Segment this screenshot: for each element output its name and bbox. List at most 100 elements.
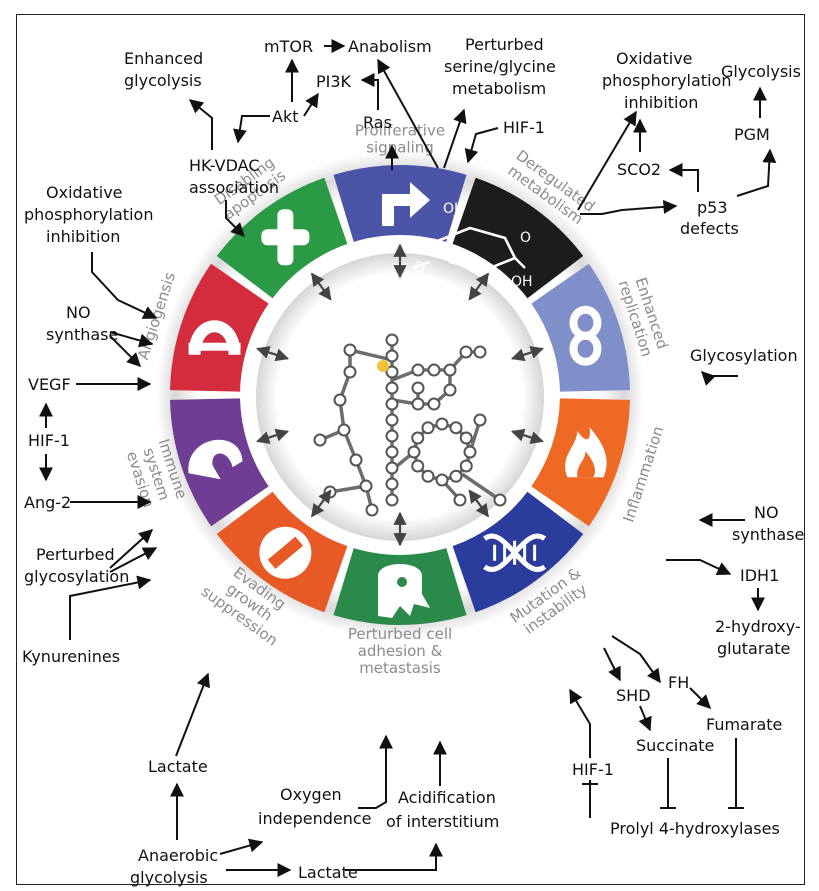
label-lactate-bottom: Lactate — [298, 863, 358, 882]
icon-inflammation — [565, 427, 607, 478]
network-node — [411, 431, 425, 445]
network-node — [443, 383, 457, 397]
network-node — [435, 417, 449, 431]
network-node — [385, 365, 399, 379]
label-hif1-left: HIF-1 — [28, 431, 70, 450]
label-hif1-top: HIF-1 — [503, 118, 545, 137]
center-spokes — [256, 243, 544, 547]
network-node — [343, 365, 357, 379]
label-anaerobic-1: Anaerobic — [138, 846, 218, 865]
label-shd: SHD — [616, 686, 651, 705]
label-succinate: Succinate — [636, 736, 714, 755]
arrow-kyn-immune — [69, 575, 152, 640]
arrow-hif1-metab — [464, 127, 499, 164]
spoke-arrow — [510, 346, 544, 362]
glucose-oh-top: OH — [443, 201, 465, 217]
icon-growth — [259, 526, 312, 579]
label-oxygen-1: Oxygen — [280, 785, 342, 804]
label-perturbed-glyco-1: Perturbed — [36, 545, 115, 564]
label-hydroxy-1: 2-hydroxy- — [715, 617, 801, 636]
segment-metabolism — [452, 177, 584, 299]
icon-angiogenesis — [188, 320, 241, 355]
arrow-segment-p53 — [580, 199, 678, 215]
network-node — [385, 493, 399, 507]
spoke-arrow — [468, 489, 490, 518]
label-anaerobic-2: glycolysis — [130, 868, 208, 887]
arrow-mut-fh — [611, 635, 661, 684]
arrow-akt-pi3k — [303, 92, 319, 117]
arrow-metab-anabolism — [377, 58, 439, 169]
hallmark-label-adhesion: adhesion & — [358, 642, 443, 660]
label-hif1-bottom: HIF-1 — [572, 760, 614, 779]
spoke-arrow — [256, 346, 290, 362]
label-perturbed-glyco-2: glycosylation — [24, 567, 129, 586]
label-vegf: VEGF — [28, 375, 71, 394]
spoke-arrow — [310, 272, 332, 301]
icon-replication — [569, 305, 602, 366]
network-node — [365, 503, 379, 517]
arrow-glycosylation-inflam — [701, 371, 738, 386]
glucose-o-left: O — [414, 260, 425, 276]
network-highlight-node — [377, 360, 389, 372]
label-oxygen-2: independence — [258, 809, 372, 828]
icon-apoptosis — [261, 209, 310, 266]
hallmark-icons — [188, 182, 607, 618]
label-glycosylation: Glycosylation — [690, 346, 798, 365]
label-prolyl: Prolyl 4-hydroxylases — [610, 819, 780, 838]
arrow-lactate-acid — [345, 842, 443, 871]
arrow-hkvdac-segment — [225, 200, 245, 237]
inhibition-lines — [582, 738, 744, 818]
network-node — [359, 479, 373, 493]
segment-immune — [170, 398, 269, 527]
network-node — [411, 459, 425, 473]
network-node — [427, 363, 441, 377]
network-node — [435, 473, 449, 487]
segment-replication — [531, 263, 630, 392]
network-node — [459, 459, 473, 473]
network-node — [349, 453, 363, 467]
icon-mutation — [483, 533, 547, 572]
network-node — [385, 413, 399, 427]
label-hydroxy-2: glutarate — [717, 639, 790, 658]
network-node — [449, 469, 463, 483]
network-node — [453, 493, 467, 507]
network-node — [449, 421, 463, 435]
arrow-fh-fumarate — [689, 687, 711, 709]
label-oxphos-right-3: inhibition — [624, 93, 698, 112]
label-hk-vdac-1: HK-VDAC — [189, 156, 260, 175]
label-no-synthase-left-1: NO — [66, 303, 91, 322]
inhibit-fumarate-prolyl — [728, 738, 744, 809]
label-akt: Akt — [272, 107, 298, 126]
arrow-glyco-immune — [109, 547, 158, 573]
label-mtor: mTOR — [264, 37, 313, 56]
label-oxphos-left-2: phosphorylation — [24, 205, 153, 224]
inhibit-hif1-prolyl — [582, 780, 598, 818]
icon-immune — [188, 439, 243, 480]
label-no-synthase-left-2: synthase — [46, 325, 118, 344]
label-oxphos-left-1: Oxidative — [46, 183, 123, 202]
label-serine-2: serine/glycine — [444, 57, 556, 76]
network-node — [385, 429, 399, 443]
arrow-ras-pi3k — [360, 73, 379, 110]
network-node — [473, 413, 487, 427]
label-ang2: Ang-2 — [24, 493, 71, 512]
label-oxphos-right-1: Oxidative — [616, 49, 693, 68]
hallmark-label-adhesion: metastasis — [359, 659, 441, 677]
hallmark-label-proliferative: Proliferative — [355, 122, 445, 140]
icon-adhesion — [378, 564, 430, 618]
network-node — [473, 345, 487, 359]
outer-arrows — [39, 39, 777, 877]
network-node — [427, 397, 441, 411]
label-glycolysis-right: Glycolysis — [721, 62, 801, 81]
network-node — [421, 421, 435, 435]
arrow-metab-oxphos — [577, 110, 637, 211]
spoke-arrow — [510, 428, 544, 444]
label-oxphos-left-3: inhibition — [46, 227, 120, 246]
network-node — [407, 445, 421, 459]
network-node — [463, 445, 477, 459]
arrow-oxygen-growth — [358, 734, 393, 809]
label-fumarate: Fumarate — [706, 715, 782, 734]
arrow-oxphos-apoptosis — [91, 252, 158, 319]
glucose-oh-bottom: OH — [511, 274, 533, 290]
